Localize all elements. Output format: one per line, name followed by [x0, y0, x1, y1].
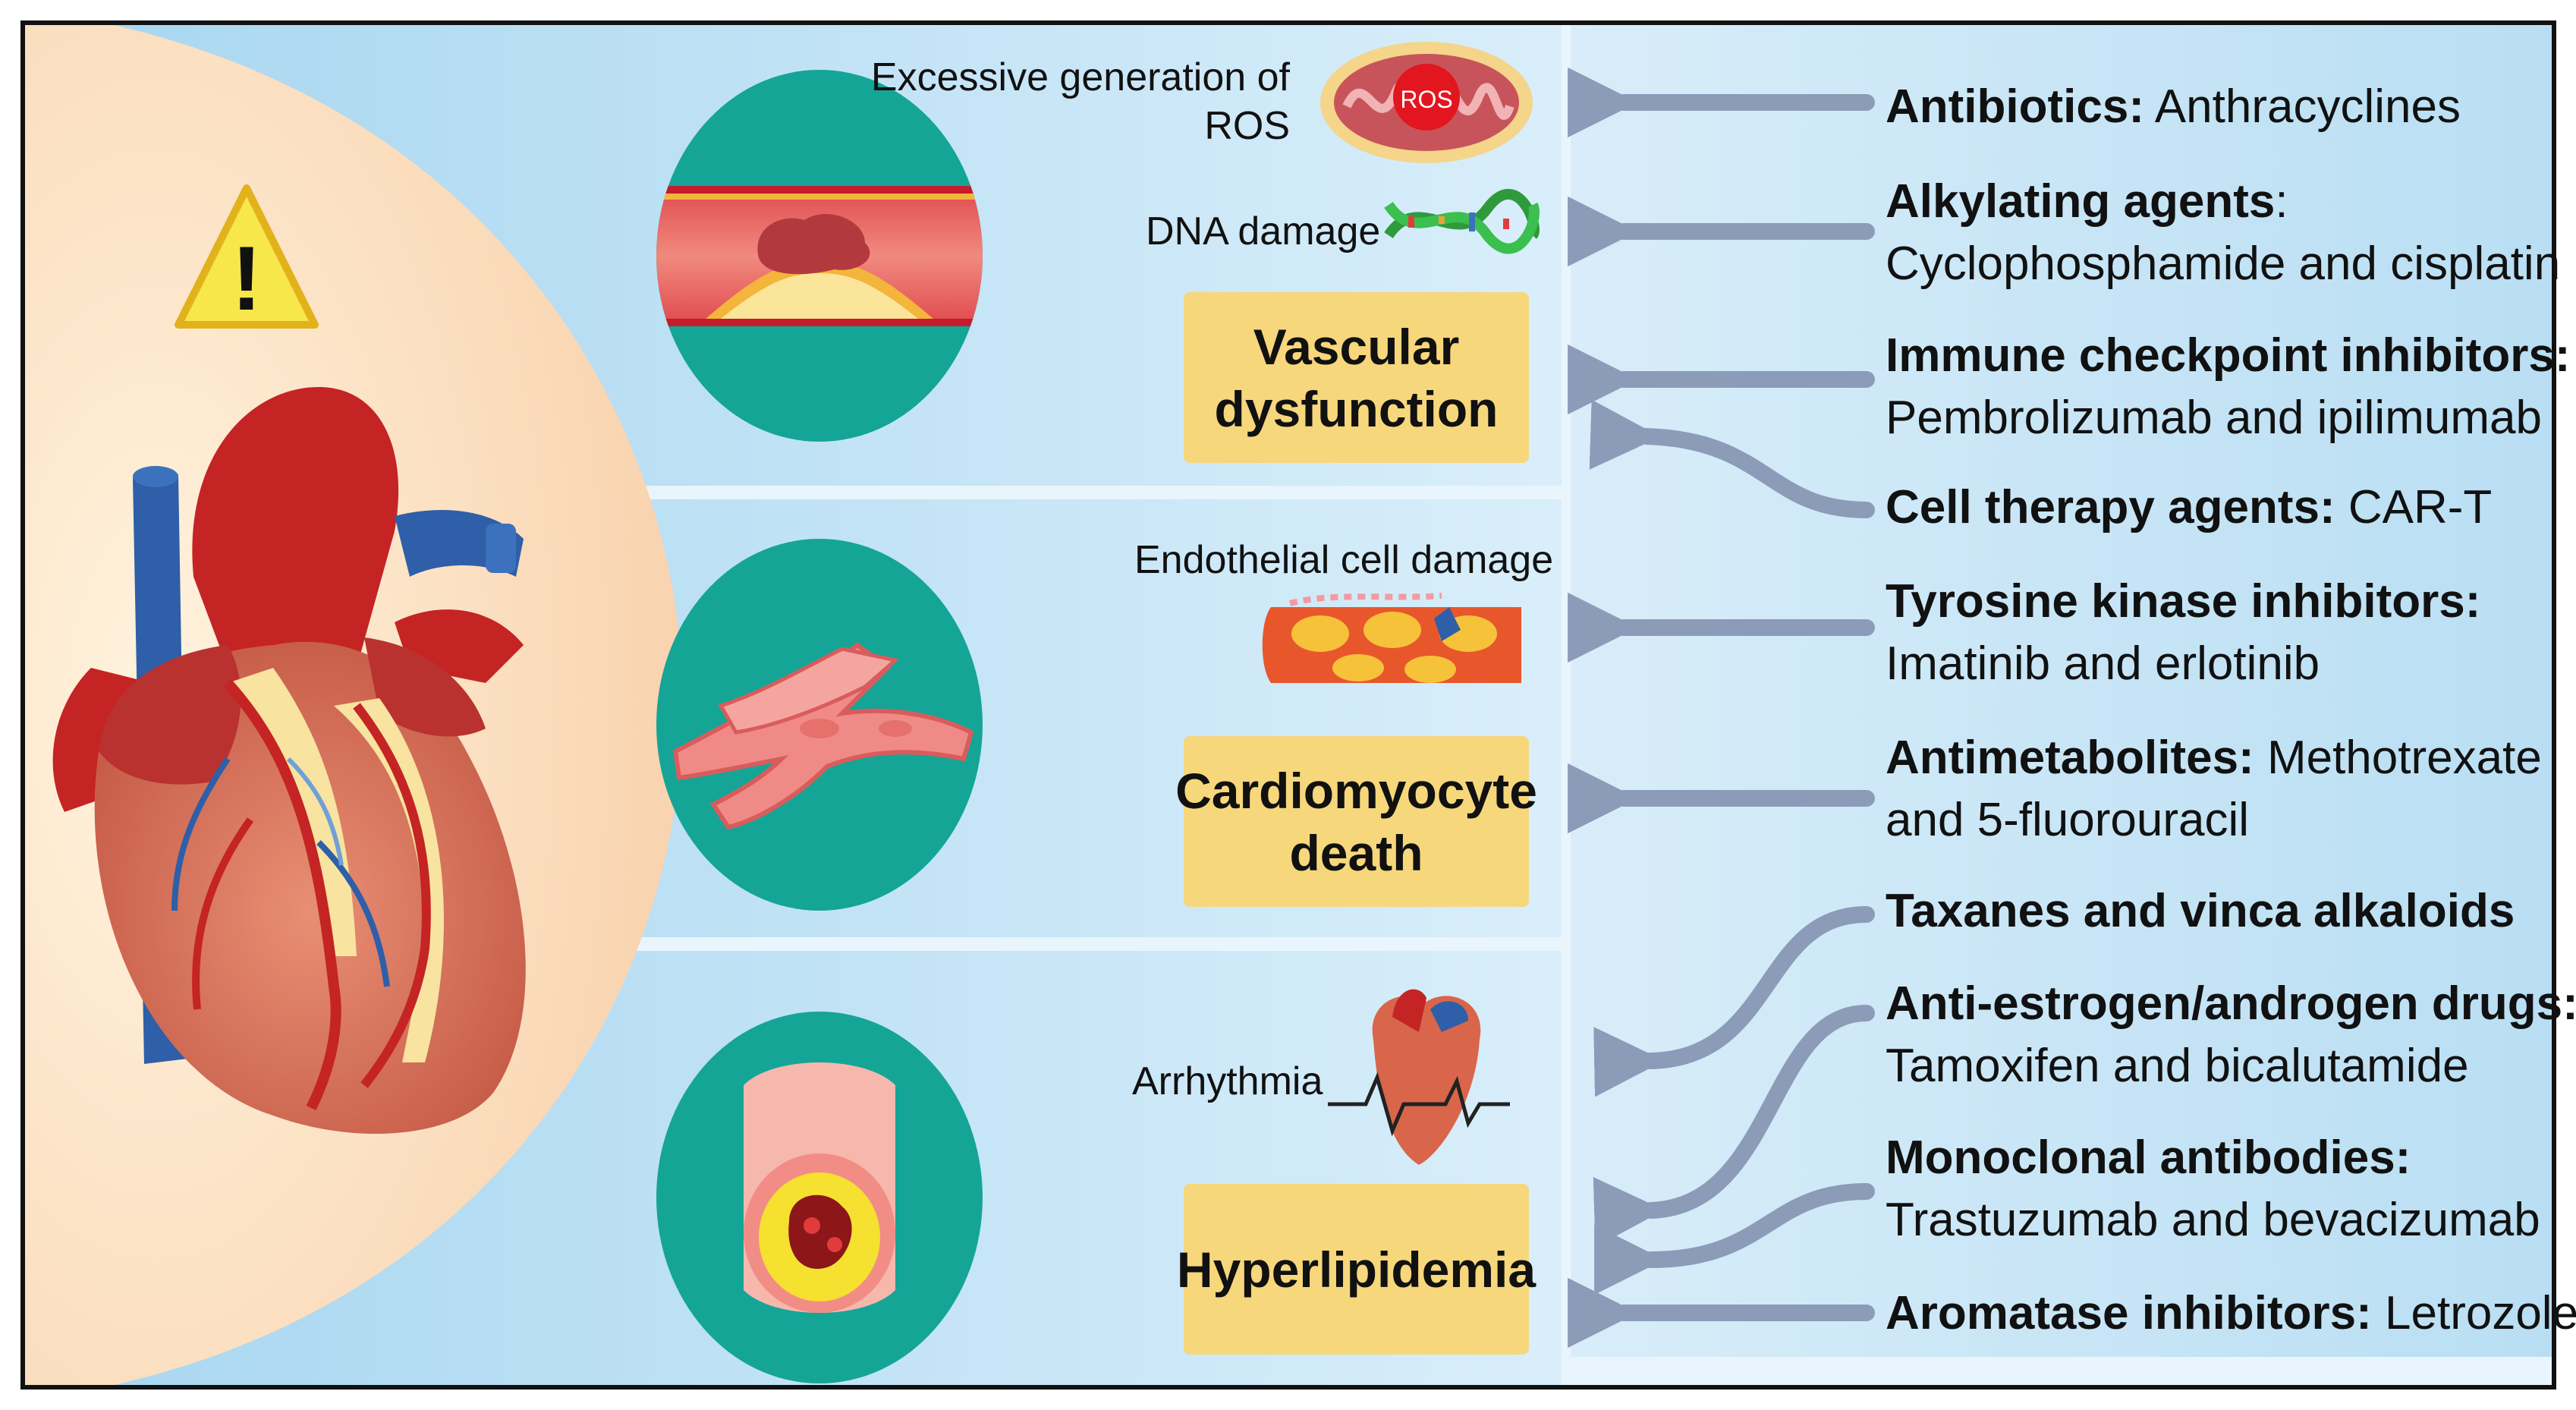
drug-class-name: Anti-estrogen/androgen drugs:: [1886, 977, 2576, 1030]
drug-class-antimetabolites: Antimetabolites: Methotrexate and 5-fluo…: [1886, 727, 2542, 851]
drug-class-examples: Anthracyclines: [2144, 80, 2461, 133]
arrow-taxanes: [1593, 906, 1875, 1097]
drug-arrows: [1568, 67, 1875, 1349]
blocked-vessel-icon: [656, 1012, 983, 1383]
drug-class-checkpoint: Immune checkpoint inhibitors: Pembrolizu…: [1886, 325, 2571, 449]
mechanism-label-line: Vascular: [1253, 318, 1460, 375]
drug-class-name: Taxanes and vinca alkaloids: [1886, 885, 2515, 937]
drug-class-aromatase: Aromatase inhibitors: Letrozole: [1886, 1283, 2576, 1345]
drug-class-examples: Imatinib and erlotinib: [1886, 637, 2320, 690]
mechanism-label-line: Cardiomyocyte: [1175, 762, 1537, 819]
mitochondrion-icon: ROS: [1320, 42, 1533, 163]
drug-class-examples: Cyclophosphamide and cisplatin: [1886, 238, 2561, 290]
drug-class-examples-cont: and 5-fluorouracil: [1886, 794, 2250, 846]
mechanism-label-line: dysfunction: [1214, 380, 1499, 437]
atherosclerotic-artery-icon: [656, 70, 983, 442]
ros-badge: ROS: [1400, 86, 1452, 113]
drug-class-cell-therapy: Cell therapy agents: CAR-T: [1886, 477, 2492, 539]
drug-class-examples: Pembrolizumab and ipilimumab: [1886, 392, 2542, 444]
endothelial-cells-icon: [1262, 593, 1521, 683]
effect-arrhythmia-caption: Arrhythmia: [1132, 1059, 1323, 1103]
mechanism-box-vascular: Vascular dysfunction: [1184, 292, 1529, 463]
mechanism-box-hyperlipidemia: Hyperlipidemia: [1177, 1184, 1536, 1355]
drug-class-name: Aromatase inhibitors:: [1886, 1287, 2372, 1339]
effect-endothelial-caption: Endothelial cell damage: [1134, 538, 1554, 582]
drug-class-tki: Tyrosine kinase inhibitors: Imatinib and…: [1886, 571, 2480, 695]
drug-class-taxanes: Taxanes and vinca alkaloids: [1886, 880, 2515, 943]
drug-class-examples: Methotrexate: [2254, 732, 2542, 784]
drug-class-examples: Trastuzumab and bevacizumab: [1886, 1194, 2540, 1246]
drug-class-alkylating: Alkylating agents: Cyclophosphamide and …: [1886, 171, 2560, 295]
drug-class-examples: Tamoxifen and bicalutamide: [1886, 1040, 2469, 1092]
drug-class-name: Alkylating agents: [1886, 175, 2276, 228]
effect-ros-caption: Excessive generation of ROS: [870, 55, 1290, 148]
drug-class-name: Immune checkpoint inhibitors:: [1886, 329, 2571, 382]
drug-class-examples: CAR-T: [2335, 481, 2493, 533]
drug-class-monoclonal: Monoclonal antibodies: Trastuzumab and b…: [1886, 1127, 2540, 1251]
arrow-antiestrogen: [1593, 1005, 1875, 1248]
drug-class-name: Monoclonal antibodies:: [1886, 1131, 2411, 1184]
arrow-monoclonal: [1594, 1183, 1875, 1295]
drug-class-suffix: :: [2275, 175, 2288, 228]
mechanism-label-line: Hyperlipidemia: [1176, 1241, 1536, 1298]
drug-class-name: Antimetabolites:: [1886, 732, 2254, 784]
warning-symbol: !: [231, 228, 262, 329]
heart-icon: [52, 387, 526, 1134]
effect-dna-caption: DNA damage: [1146, 209, 1381, 253]
mechanism-box-cardiomyocyte: Cardiomyocyte death: [1175, 736, 1537, 907]
panel-drugs: [1571, 25, 2552, 1357]
warning-icon: !: [175, 184, 319, 329]
drug-class-name: Tyrosine kinase inhibitors:: [1886, 575, 2481, 628]
drug-class-antibiotics: Antibiotics: Anthracyclines: [1886, 76, 2461, 138]
drug-class-name: Cell therapy agents:: [1886, 481, 2335, 533]
arrow-cell-therapy: [1589, 399, 1875, 518]
heart-ecg-icon: [1328, 989, 1510, 1165]
mechanism-label-line: death: [1289, 824, 1423, 881]
drug-class-name: Antibiotics:: [1886, 80, 2144, 133]
cardiomyocyte-cells-icon: [656, 539, 983, 911]
drug-class-antiestrogen: Anti-estrogen/androgen drugs: Tamoxifen …: [1886, 973, 2576, 1097]
dna-helix-icon: [1384, 188, 1540, 254]
drug-class-examples: Letrozole: [2371, 1287, 2576, 1339]
